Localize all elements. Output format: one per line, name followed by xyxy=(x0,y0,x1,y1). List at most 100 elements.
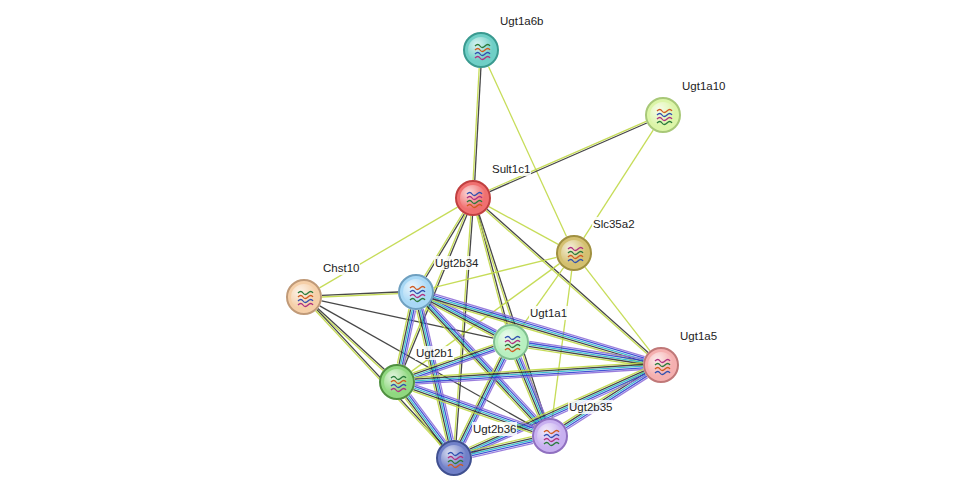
node-label: Ugt1a5 xyxy=(679,329,718,343)
evidence-line xyxy=(489,121,646,190)
evidence-line xyxy=(520,358,545,419)
interaction-edge xyxy=(405,394,446,445)
evidence-line xyxy=(405,398,440,445)
interaction-edge xyxy=(471,437,533,458)
protein-node: Sult1c1 xyxy=(455,180,491,216)
structure-icon xyxy=(503,335,523,353)
evidence-line xyxy=(489,66,567,236)
evidence-line xyxy=(471,374,645,452)
evidence-line xyxy=(411,394,446,441)
evidence-line xyxy=(552,271,571,418)
node-label: Ugt1a1 xyxy=(529,306,568,320)
interaction-edge xyxy=(403,214,467,365)
interaction-edge xyxy=(397,309,415,365)
evidence-line xyxy=(518,359,543,420)
interaction-edge xyxy=(469,369,646,453)
evidence-line xyxy=(406,397,441,444)
evidence-line xyxy=(399,309,411,364)
interaction-edge xyxy=(320,207,458,288)
evidence-line xyxy=(472,440,533,454)
protein-node: Ugt2b34 xyxy=(398,274,434,310)
node-label: Ugt1a10 xyxy=(681,79,726,93)
evidence-line xyxy=(433,299,644,362)
evidence-line xyxy=(405,215,467,366)
protein-node: Ugt2b1 xyxy=(379,364,415,400)
evidence-line xyxy=(434,296,645,359)
protein-node: Ugt2b35 xyxy=(532,418,568,454)
evidence-line xyxy=(322,294,398,297)
node-label: Slc35a2 xyxy=(592,217,636,231)
structure-icon xyxy=(653,358,673,376)
evidence-line xyxy=(470,371,644,449)
structure-icon xyxy=(473,43,493,61)
interaction-edge xyxy=(584,130,653,238)
node-label: Sult1c1 xyxy=(491,162,531,176)
evidence-line xyxy=(415,365,643,380)
protein-node: Slc35a2 xyxy=(556,235,592,271)
evidence-line xyxy=(473,68,479,180)
evidence-line xyxy=(584,130,653,238)
evidence-line xyxy=(413,346,493,374)
node-label: Chst10 xyxy=(322,261,360,275)
interaction-edge xyxy=(585,267,650,351)
structure-icon xyxy=(566,246,586,264)
interaction-edge xyxy=(552,271,571,418)
evidence-line xyxy=(408,396,443,443)
evidence-line xyxy=(415,363,643,378)
evidence-line xyxy=(489,207,558,245)
evidence-line xyxy=(566,376,647,428)
evidence-line xyxy=(529,343,644,361)
node-label: Ugt2b36 xyxy=(472,422,517,436)
protein-node: Ugt1a5 xyxy=(643,347,679,383)
evidence-line xyxy=(516,359,541,420)
evidence-line xyxy=(521,357,546,418)
evidence-line xyxy=(318,309,384,370)
evidence-line xyxy=(320,207,458,288)
protein-node: Ugt2b36 xyxy=(436,440,472,476)
interaction-edge xyxy=(489,207,558,245)
node-label: Ugt1a6b xyxy=(499,14,544,28)
structure-icon xyxy=(389,375,409,393)
evidence-line xyxy=(471,438,532,452)
evidence-line xyxy=(565,375,646,427)
evidence-line xyxy=(528,348,642,366)
interaction-edge xyxy=(515,357,546,420)
interaction-edge xyxy=(489,121,647,191)
evidence-line xyxy=(409,395,444,442)
node-label: Ugt2b35 xyxy=(568,400,613,414)
interaction-edge xyxy=(322,292,398,297)
evidence-line xyxy=(403,214,465,365)
evidence-line xyxy=(529,341,643,359)
evidence-line xyxy=(397,309,409,364)
evidence-line xyxy=(415,385,534,427)
protein-node: Ugt1a6b xyxy=(463,32,499,68)
structure-icon xyxy=(408,285,428,303)
node-label: Ugt2b34 xyxy=(434,256,479,270)
structure-icon xyxy=(296,290,316,308)
evidence-line xyxy=(415,366,643,381)
interaction-edge xyxy=(432,294,644,363)
structure-icon xyxy=(465,191,485,209)
interaction-edge xyxy=(415,363,644,384)
evidence-line xyxy=(470,372,644,450)
structure-icon xyxy=(446,451,466,469)
interaction-edge xyxy=(413,345,495,379)
evidence-line xyxy=(413,345,493,373)
evidence-line xyxy=(432,300,643,363)
structure-icon xyxy=(542,429,562,447)
interaction-edge xyxy=(473,68,481,180)
evidence-line xyxy=(585,267,650,351)
interaction-edge xyxy=(489,66,567,236)
node-label: Ugt2b1 xyxy=(415,346,454,360)
evidence-line xyxy=(317,310,383,371)
protein-node: Chst10 xyxy=(286,279,322,315)
protein-node: Ugt1a10 xyxy=(645,97,681,133)
evidence-line xyxy=(529,345,643,363)
interaction-edge xyxy=(528,341,643,365)
evidence-line xyxy=(529,346,644,364)
evidence-line xyxy=(471,437,532,451)
structure-icon xyxy=(655,108,675,126)
protein-node: Ugt1a1 xyxy=(493,324,529,360)
interaction-edge xyxy=(317,309,385,371)
